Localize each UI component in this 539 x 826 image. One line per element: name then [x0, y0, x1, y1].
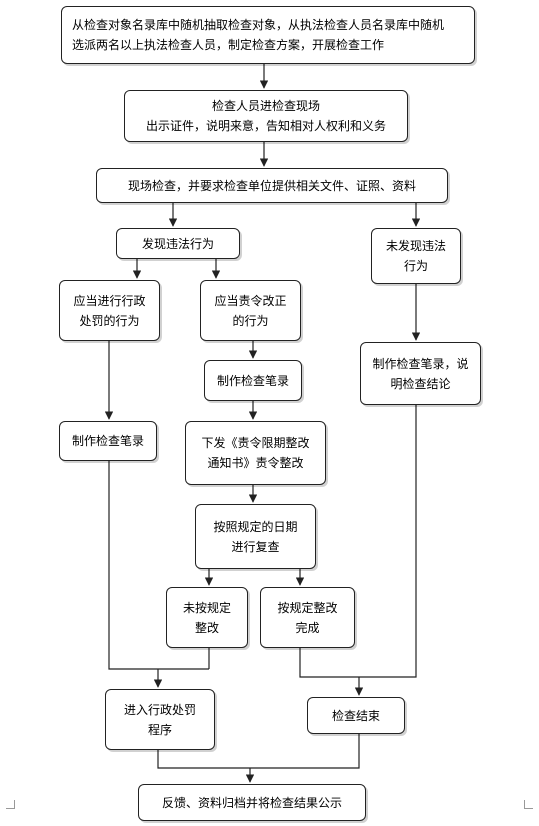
step-rectified-text: 按规定整改 完成 [277, 600, 338, 635]
crop-mark-right [524, 800, 533, 809]
step-select-objects-text: 从检查对象名录库中随机抽取检查对象，从执法检查人员名录库中随机 选派两名以上执法… [72, 18, 445, 52]
step-record-a-text: 制作检查笔录 [216, 373, 289, 388]
step-penalty-behavior-text: 应当进行行政 处罚的行为 [73, 293, 146, 328]
step-inspection-end: 检查结束 [307, 697, 405, 734]
step-correction-behavior: 应当责令改正 的行为 [200, 280, 301, 341]
step-violation-found-text: 发现违法行为 [141, 236, 214, 251]
line-n16-to-merge [250, 734, 360, 769]
step-record-b: 制作检查笔录 [59, 421, 157, 461]
line-n9-to-merge [359, 405, 417, 678]
step-penalty-procedure-text: 进入行政处罚 程序 [123, 702, 196, 737]
step-not-rectified: 未按规定 整改 [166, 587, 248, 648]
step-penalty-procedure: 进入行政处罚 程序 [105, 689, 215, 750]
step-onsite-inspection: 现场检查，并要求检查单位提供相关文件、证照、资料 [96, 168, 448, 203]
step-correction-behavior-text: 应当责令改正 的行为 [214, 293, 287, 328]
step-feedback-archive-text: 反馈、资料归档并将检查结果公示 [161, 795, 342, 810]
step-record-conclusion-text: 制作检查笔录，说 明检查结论 [372, 356, 469, 391]
step-record-b-text: 制作检查笔录 [71, 434, 144, 448]
step-record-conclusion: 制作检查笔录，说 明检查结论 [360, 342, 481, 405]
step-record-a: 制作检查笔录 [204, 360, 302, 401]
line-n10-to-merge [108, 461, 158, 670]
step-violation-found: 发现违法行为 [116, 228, 240, 259]
crop-mark-left [6, 800, 15, 809]
step-enter-site: 检查人员进检查现场 出示证件，说明来意，告知相对人权利和义务 [124, 90, 408, 142]
step-reinspection-text: 按照规定的日期 进行复查 [213, 519, 298, 554]
line-n14-to-merge [299, 648, 359, 678]
step-feedback-archive: 反馈、资料归档并将检查结果公示 [138, 784, 366, 821]
step-reinspection: 按照规定的日期 进行复查 [195, 504, 316, 569]
step-enter-site-text: 检查人员进检查现场 出示证件，说明来意，告知相对人权利和义务 [145, 99, 386, 133]
step-inspection-end-text: 检查结束 [331, 708, 380, 723]
step-select-objects: 从检查对象名录库中随机抽取检查对象，从执法检查人员名录库中随机 选派两名以上执法… [61, 6, 475, 64]
step-issue-notice: 下发《责令限期整改 通知书》责令整改 [185, 421, 326, 485]
step-issue-notice-text: 下发《责令限期整改 通知书》责令整改 [201, 436, 310, 470]
step-not-rectified-text: 未按规定 整改 [182, 600, 231, 635]
step-no-violation: 未发现违法 行为 [371, 228, 461, 284]
step-penalty-behavior: 应当进行行政 处罚的行为 [59, 280, 160, 341]
step-no-violation-text: 未发现违法 行为 [385, 239, 446, 273]
line-n15-to-merge [157, 750, 250, 769]
step-onsite-inspection-text: 现场检查，并要求检查单位提供相关文件、证照、资料 [127, 178, 416, 193]
step-rectified: 按规定整改 完成 [260, 587, 355, 648]
